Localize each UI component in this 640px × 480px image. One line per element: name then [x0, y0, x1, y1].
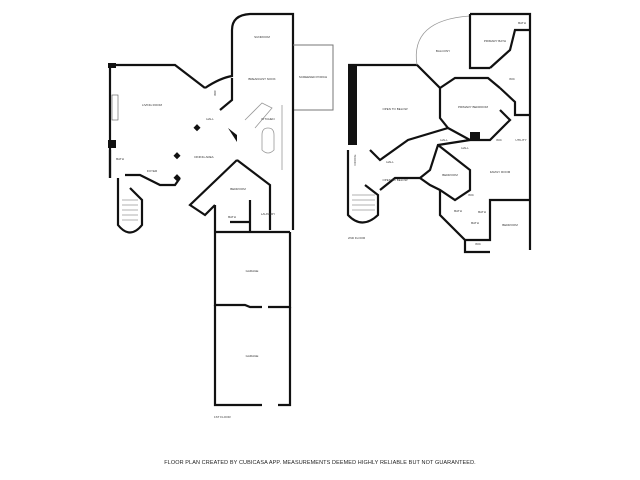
room-label-wic-primary: WIC — [509, 77, 516, 81]
primary-bedroom-walls — [439, 76, 512, 142]
room-label-wic: WIC — [213, 89, 217, 96]
room-label-bath: BATH — [116, 157, 124, 161]
room-label-kitchen: KITCHEN — [261, 117, 274, 121]
sunroom-walls — [230, 12, 295, 62]
bedroom-walls — [419, 144, 472, 202]
living-room-walls — [108, 63, 206, 178]
room-label-primary-bedroom: PRIMARY BEDROOM — [458, 105, 488, 109]
stair-walls — [346, 150, 380, 224]
stair-walls — [116, 178, 144, 234]
room-label-laundry: LAUNDRY — [261, 212, 275, 216]
stairs — [352, 194, 375, 211]
room-label-garage-1: GARAGE — [246, 269, 259, 273]
foyer-walls — [108, 150, 181, 187]
room-label-bedroom-1: BEDROOM — [442, 173, 458, 177]
floor-label-second: 2ND FLOOR — [348, 236, 366, 240]
room-label-hall-1: HALL — [440, 138, 448, 142]
first-floor: SUNROOM BREAKFAST NOOK SCREENED PORCH LI… — [108, 12, 334, 419]
lower-baths-walls — [438, 190, 530, 254]
room-label-bath-a: BATH — [454, 209, 462, 213]
room-label-hall-2: HALL — [461, 146, 469, 150]
stairs — [122, 199, 138, 221]
room-label-open-to-below: OPEN TO BELOW — [382, 107, 407, 111]
room-label-hall-3: HALL — [386, 160, 394, 164]
hall-walls — [369, 126, 471, 191]
garage-2-walls — [213, 305, 292, 407]
room-label-bath-2: BATH — [228, 215, 236, 219]
room-label-utility: UTILITY — [515, 138, 526, 142]
room-label-breakfast-nook: BREAKFAST NOOK — [248, 77, 275, 81]
room-label-bedroom: BEDROOM — [230, 187, 246, 191]
room-label-wic-3: WIC — [468, 193, 475, 197]
wic-walls — [489, 28, 530, 117]
wall-solid — [470, 132, 480, 140]
column — [193, 124, 201, 132]
room-label-foyer: FOYER — [147, 169, 158, 173]
screened-porch-walls — [293, 44, 334, 111]
bedroom-walls — [188, 159, 272, 232]
wall-corner — [108, 140, 116, 148]
bath-laundry-walls — [215, 200, 290, 234]
floor-label-first: 1ST FLOOR — [214, 415, 231, 419]
room-label-wic-4: WIC — [475, 242, 482, 246]
room-label-dining-area: DINING AREA — [194, 155, 213, 159]
room-label-hall: HALL — [206, 117, 214, 121]
room-label-bath-c: BATH — [471, 221, 479, 225]
balcony-arc — [415, 15, 471, 66]
room-label-office: OFFICE — [353, 155, 357, 166]
room-label-bath-b: BATH — [478, 210, 486, 214]
room-label-living-room: LIVING ROOM — [142, 103, 163, 107]
fireplace — [111, 94, 119, 121]
room-label-bedroom-2: BEDROOM — [502, 223, 518, 227]
room-label-garage-2: GARAGE — [246, 354, 259, 358]
hall-closet — [204, 62, 234, 111]
room-label-bath-top: BATH — [518, 21, 526, 25]
primary-bath-walls — [468, 12, 532, 250]
room-label-family-room: FAMILY ROOM — [490, 170, 511, 174]
room-label-balcony: BALCONY — [436, 49, 450, 53]
open-to-below-walls — [348, 63, 449, 129]
column — [173, 152, 181, 160]
room-label-open-to-below-2: OPEN TO BELOW — [382, 178, 407, 182]
column — [173, 174, 181, 182]
room-label-sunroom: SUNROOM — [254, 35, 270, 39]
disclaimer-text: FLOOR PLAN CREATED BY CUBICASA APP. MEAS… — [164, 460, 476, 466]
room-label-screened-porch: SCREENED PORCH — [299, 75, 327, 79]
wall-solid — [348, 65, 357, 145]
kitchen-counters — [244, 102, 283, 170]
second-floor: BALCONY PRIMARY BATH BATH WIC OPEN TO BE… — [346, 12, 532, 254]
wall-corner — [228, 128, 237, 142]
room-label-wic-2: WIC — [496, 138, 503, 142]
wall-corner — [108, 63, 116, 68]
room-label-primary-bath: PRIMARY BATH — [484, 39, 506, 43]
